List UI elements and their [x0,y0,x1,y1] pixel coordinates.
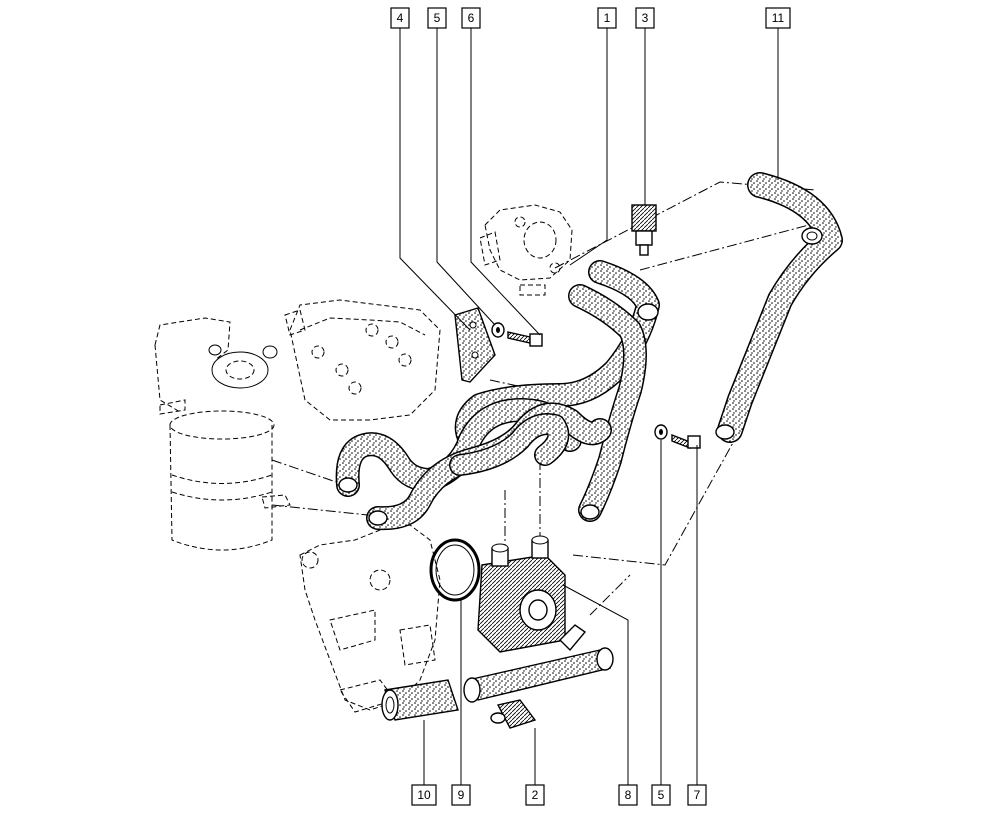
callout-top-11: 11 [765,7,791,29]
oil-filter-housing-ghost [154,317,291,551]
callout-bottom-10: 10 [411,784,437,806]
callout-top-6: 6 [461,7,481,29]
callout-label: 4 [397,11,404,25]
oil-cooler-8 [477,535,566,653]
leader-lines [399,28,779,785]
sleeve-10 [381,679,459,721]
callout-label: 3 [642,11,649,25]
callout-bottom-8: 8 [618,784,638,806]
bolt-7 [671,433,701,450]
callout-bottom-2: 2 [525,784,545,806]
callout-bottom-9: 9 [451,784,471,806]
engine-block-ghost [284,299,441,421]
coolant-hose-1 [454,260,660,522]
callout-label: 6 [468,11,475,25]
bracket-4 [454,307,496,383]
water-pipe-2 [463,624,614,729]
callout-top-4: 4 [390,7,410,29]
callout-label: 5 [434,11,441,25]
temperature-sensor-3 [631,204,657,256]
callout-label: 8 [625,788,632,802]
callout-label: 9 [458,788,465,802]
washer-5-top [491,322,505,338]
callout-label: 2 [532,788,539,802]
callout-label: 7 [694,788,701,802]
coolant-hose-11 [715,172,843,443]
callout-label: 10 [417,788,431,802]
coolant-hose-main [335,398,612,531]
callout-top-5: 5 [427,7,447,29]
callout-top-3: 3 [635,7,655,29]
callout-bottom-7: 7 [687,784,707,806]
callout-label: 1 [604,11,611,25]
thermostat-housing-ghost [479,204,573,296]
washer-5-bottom [654,424,668,440]
bolt-6 [507,331,543,347]
callout-bottom-5: 5 [651,784,671,806]
callout-top-1: 1 [597,7,617,29]
callout-label: 11 [772,11,785,25]
o-ring-9 [429,538,481,602]
callout-label: 5 [658,788,665,802]
